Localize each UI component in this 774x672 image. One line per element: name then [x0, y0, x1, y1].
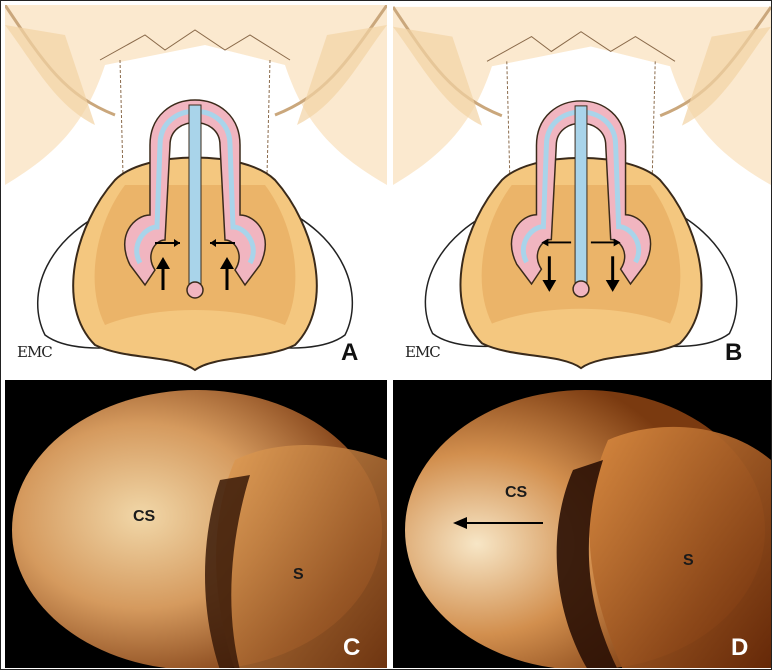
septum-column: [575, 106, 587, 284]
endoscopic-view-d: [393, 380, 771, 668]
panel-a-illustration: EMC A: [5, 5, 387, 374]
septum-base: [573, 281, 589, 297]
label-cs: CS: [133, 508, 155, 526]
suture-line-right: [267, 60, 270, 175]
septum-base: [187, 282, 203, 298]
panel-b-illustration: EMC B: [393, 5, 771, 374]
septum-column: [189, 105, 201, 285]
suture-line-right: [652, 61, 655, 175]
panel-c-endoscopy-photo: CS S C: [5, 380, 387, 668]
septum-tissue: [589, 427, 771, 668]
label-cs: CS: [505, 484, 527, 502]
nasal-diagram-b: [393, 5, 771, 374]
label-s: S: [683, 552, 694, 570]
panel-d-endoscopy-photo: CS S D: [393, 380, 771, 668]
label-s: S: [293, 566, 304, 584]
panel-letter-c: C: [343, 636, 360, 660]
panel-letter-d: D: [731, 636, 748, 660]
suture-line-left: [120, 60, 123, 175]
endoscopic-view-c: [5, 380, 387, 668]
emc-logo: EMC: [17, 343, 52, 361]
suture-line-left: [507, 61, 510, 175]
nasal-diagram-a: [5, 5, 387, 374]
panel-letter-a: A: [341, 341, 358, 365]
panel-letter-b: B: [725, 341, 742, 365]
emc-logo: EMC: [405, 343, 440, 361]
